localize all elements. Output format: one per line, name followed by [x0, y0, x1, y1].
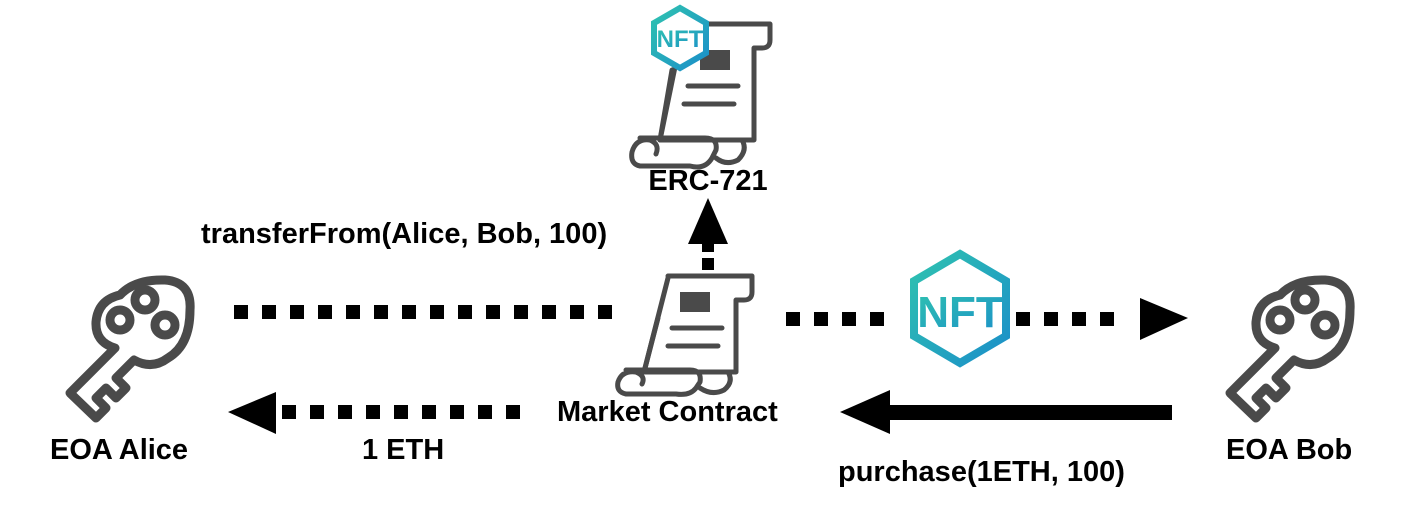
- dash-segment: [1100, 312, 1114, 326]
- dash-segment: [570, 305, 584, 319]
- dash-segment: [786, 312, 800, 326]
- dash-segment: [1016, 312, 1030, 326]
- dash-segment: [486, 305, 500, 319]
- arrow-transfer-to-erc721: [688, 198, 728, 270]
- dash-segment: [842, 312, 856, 326]
- bob-key-icon: [1225, 275, 1355, 423]
- dash-segment: [478, 405, 492, 419]
- dash-segment: [234, 305, 248, 319]
- transfer-call-label: transferFrom(Alice, Bob, 100): [201, 218, 608, 250]
- dash-segment: [290, 305, 304, 319]
- dash-segment: [282, 405, 296, 419]
- dash-segment: [598, 305, 612, 319]
- dash-segment: [1072, 312, 1086, 326]
- dash-segment: [346, 305, 360, 319]
- dash-segment: [814, 312, 828, 326]
- dash-segment: [394, 405, 408, 419]
- dash-segment: [402, 305, 416, 319]
- purchase-call-label: purchase(1ETH, 100): [838, 456, 1125, 488]
- dash-segment: [1044, 312, 1058, 326]
- dash-segment: [506, 405, 520, 419]
- dash-segment: [318, 305, 332, 319]
- svg-text:NFT: NFT: [657, 26, 704, 53]
- alice-key-icon: [65, 275, 195, 423]
- arrow-nft-to-bob: [786, 298, 1188, 340]
- arrow-purchase-to-market: [840, 390, 1172, 434]
- dash-segment: [338, 405, 352, 419]
- dash-segment: [374, 305, 388, 319]
- eth-amount-label: 1 ETH: [362, 434, 445, 466]
- svg-text:NFT: NFT: [917, 288, 1003, 337]
- dash-segment: [366, 405, 380, 419]
- dash-segment: [262, 305, 276, 319]
- nft-hexagon-large-icon: NFT: [910, 249, 1010, 368]
- market-contract-icon: [615, 273, 755, 397]
- dash-segment: [450, 405, 464, 419]
- dash-segment: [542, 305, 556, 319]
- arrow-eth-to-alice: [228, 392, 520, 434]
- dash-segment: [870, 312, 884, 326]
- alice-label: EOA Alice: [50, 434, 189, 466]
- erc721-contract-icon: [629, 21, 773, 170]
- erc721-label: ERC-721: [648, 165, 768, 197]
- dash-segment: [514, 305, 528, 319]
- dotted-line-alice-market: [234, 305, 612, 319]
- bob-label: EOA Bob: [1226, 434, 1353, 466]
- dash-segment: [310, 405, 324, 419]
- dash-segment: [430, 305, 444, 319]
- dash-segment: [422, 405, 436, 419]
- dash-segment: [458, 305, 472, 319]
- market-contract-label: Market Contract: [557, 396, 778, 428]
- nft-hexagon-small-icon: NFT: [651, 4, 709, 72]
